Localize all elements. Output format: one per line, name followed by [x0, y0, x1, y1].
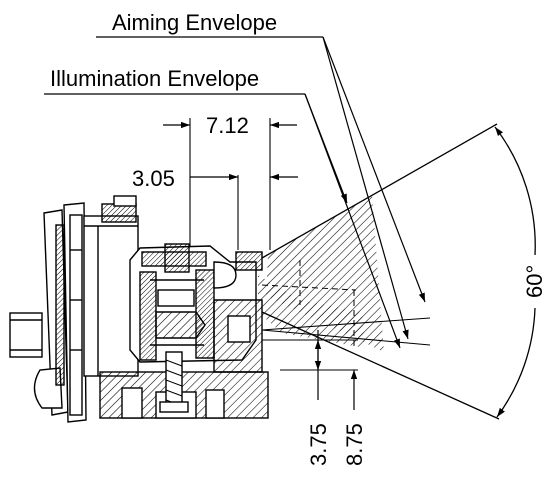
fov-upper-boundary — [261, 123, 498, 259]
aiming-leader-arrow-2 — [322, 36, 409, 340]
fov-lower-boundary — [261, 311, 500, 420]
aiming-leader-arrow-1 — [322, 36, 426, 303]
aiming-envelope-label: Aiming Envelope — [112, 10, 277, 35]
angle-60-arc-lower — [496, 307, 536, 418]
dim-7-12-label: 7.12 — [206, 113, 249, 138]
aiming-envelope-cone — [258, 275, 365, 348]
angle-60-arc-upper — [494, 126, 536, 256]
engine-body — [9, 195, 269, 423]
aiming-line-1 — [261, 317, 431, 331]
illumination-envelope-label: Illumination Envelope — [50, 66, 259, 91]
dim-8-75-label: 8.75 — [342, 423, 367, 466]
dashed-ref-3 — [261, 284, 357, 291]
aiming-line-2 — [261, 329, 431, 346]
angle-60-label: 60° — [522, 265, 545, 298]
dim-3-75-label: 3.75 — [306, 423, 331, 466]
dim-3-05-label: 3.05 — [132, 166, 175, 191]
